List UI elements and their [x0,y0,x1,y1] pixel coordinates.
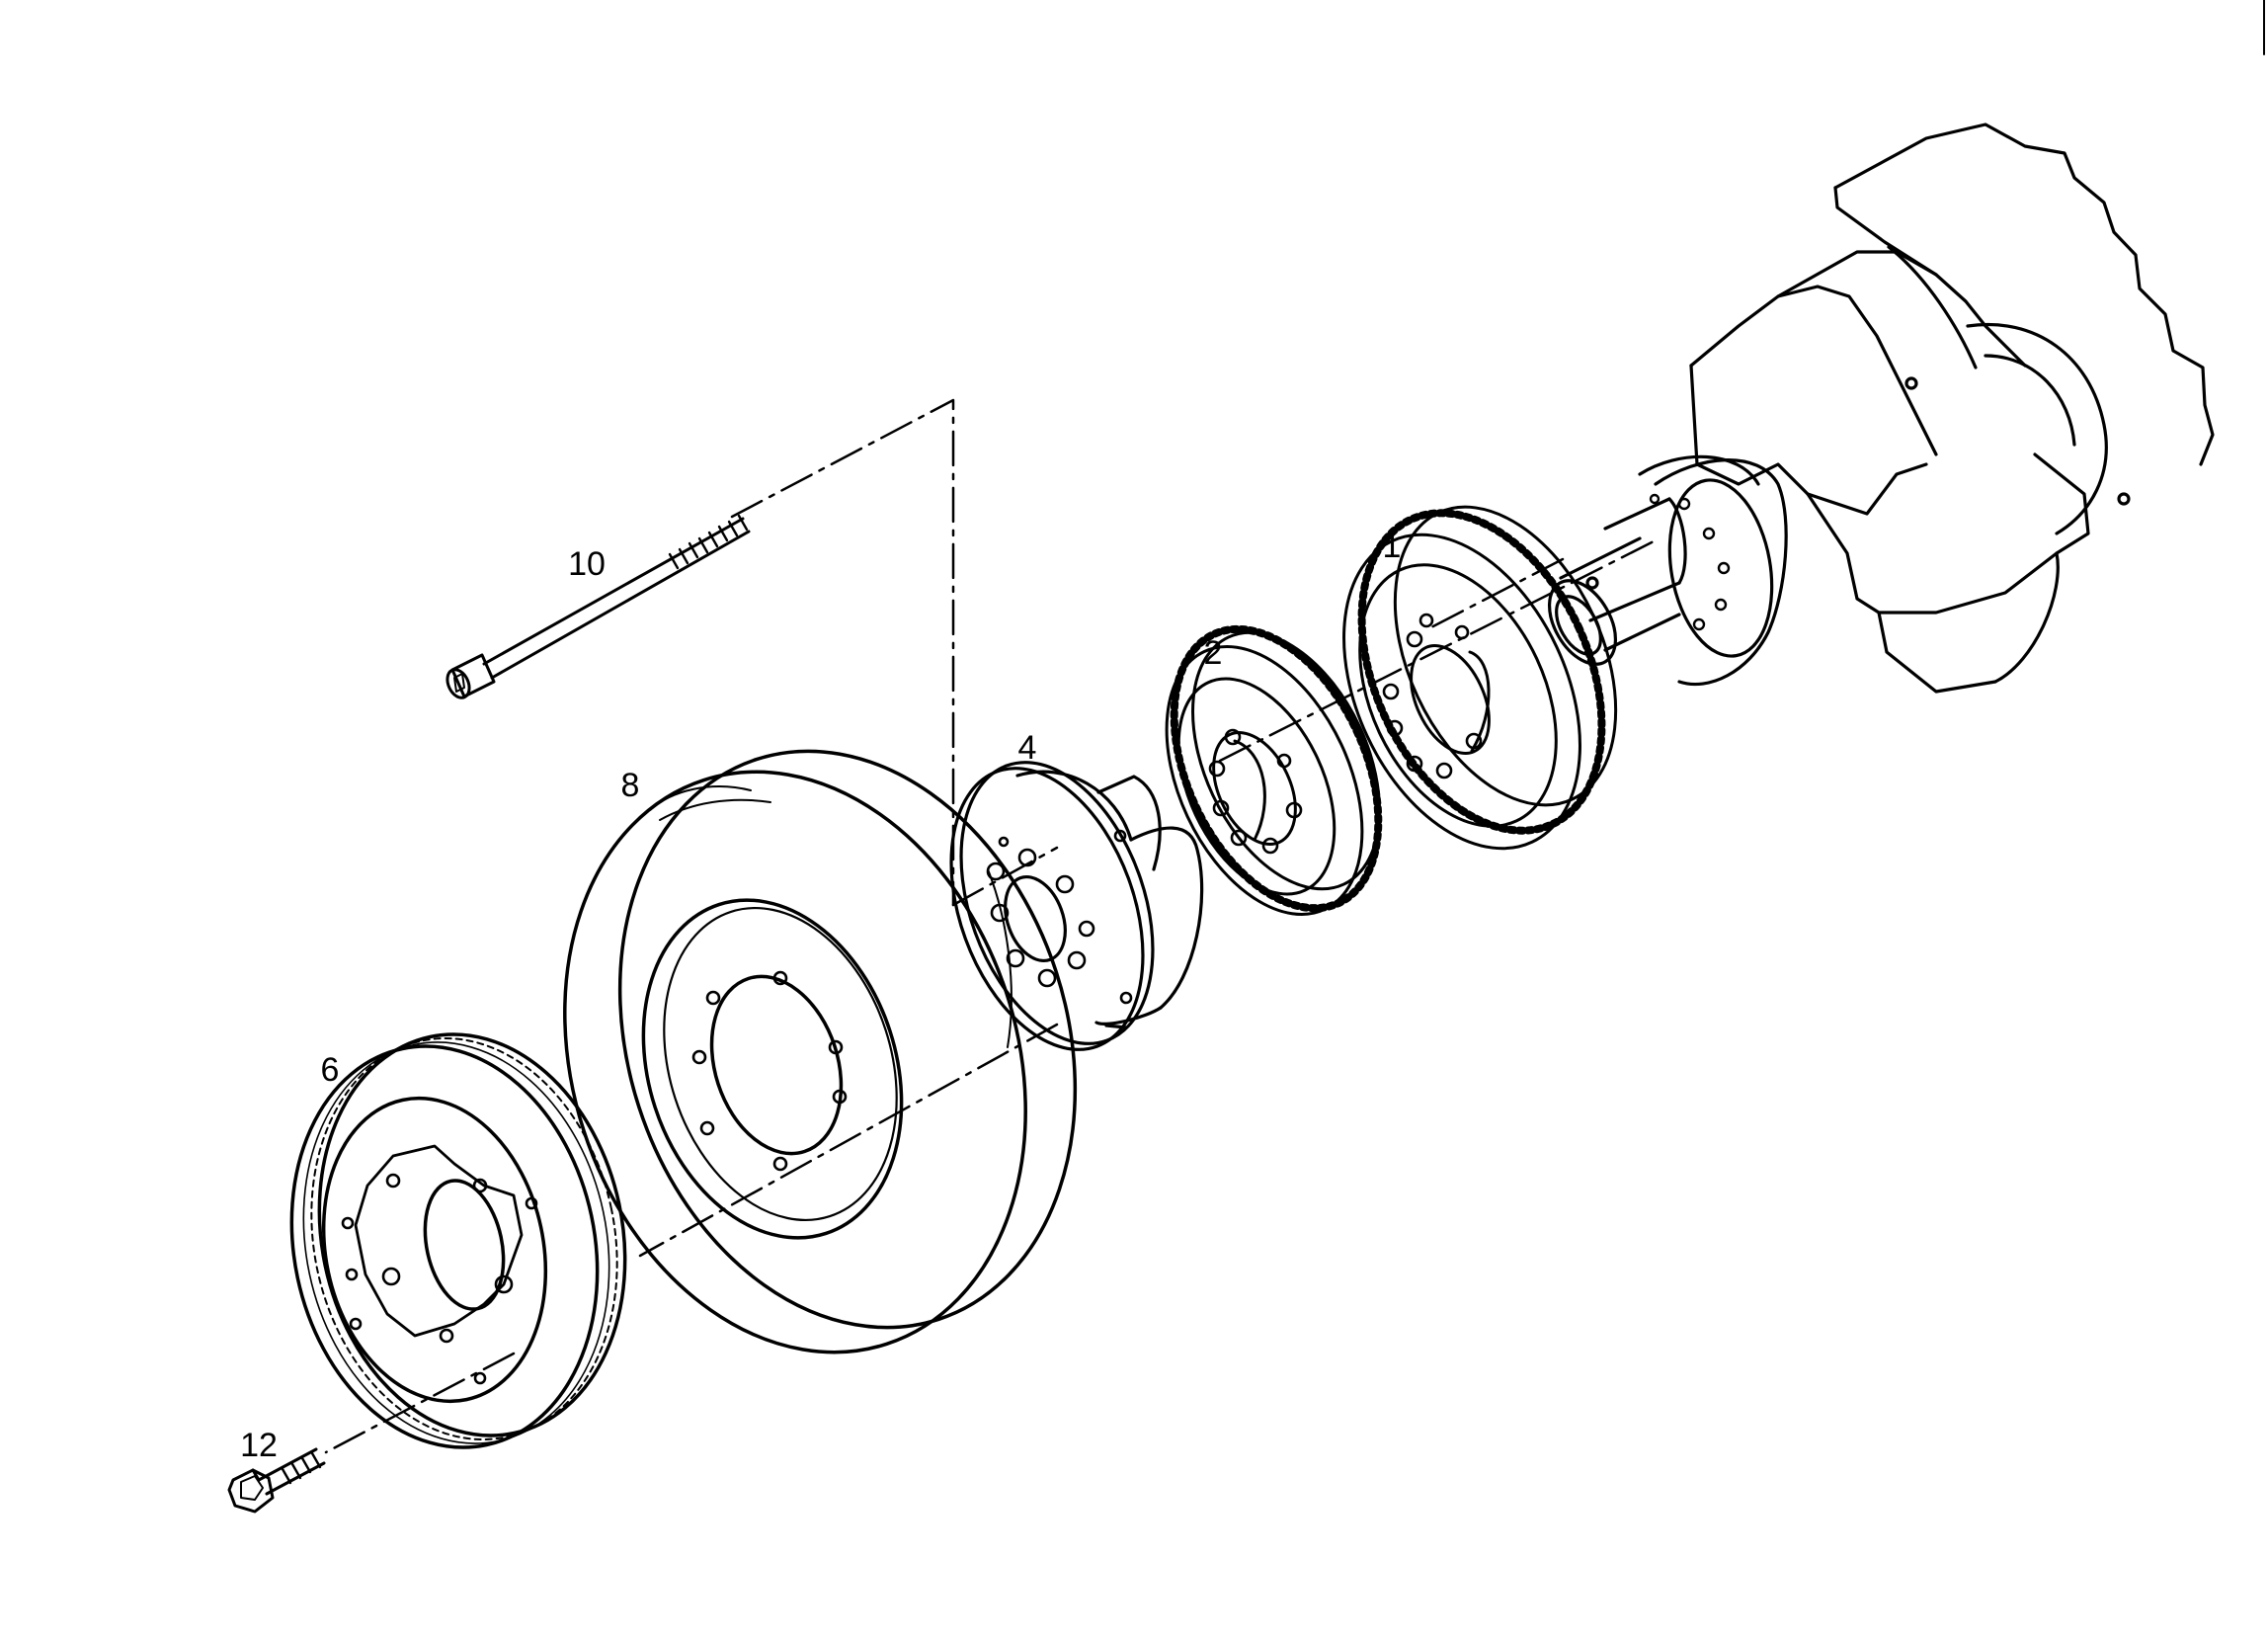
gear-bolt-holes [1208,728,1303,855]
callout-labels: 1 2 4 6 8 10 12 [240,528,1401,1464]
crank-web-broken-edge [1833,123,2215,466]
bolt-thread [668,514,749,570]
main-centerline-lower [638,1023,1059,1258]
pulley-bolt-holes [341,1173,538,1385]
bolt-thread [281,1451,322,1485]
oil-hole [1904,376,1918,390]
bolt-head [450,653,496,698]
hub-bolt-holes [986,829,1133,1005]
crank-nose-end [1547,579,1618,666]
main-centerline-bolt [324,1352,516,1454]
assembly-centerlines [324,398,1661,1454]
through-bolt [446,514,751,699]
damper-bore [709,974,844,1156]
crank-pulley [289,1032,627,1449]
hub-bore [1004,874,1067,963]
bolt-centerline-lower [951,846,1059,907]
gear-bore [1212,731,1297,846]
callout-2: 2 [1204,634,1223,672]
main-centerline-upper [1218,536,1661,763]
callout-1: 1 [1383,528,1402,565]
pulley-web [321,1096,548,1404]
bolt-centerline [730,398,955,907]
bolt-head [227,1468,275,1514]
pulley-bore [423,1179,506,1311]
idler-gear [1165,624,1383,916]
crankshaft-hub [949,761,1204,1051]
crank-gear [1342,505,1618,851]
callout-4: 4 [1018,729,1037,767]
callout-8: 8 [621,767,640,804]
oil-hole [2117,492,2131,506]
damper-bolt-holes [691,970,848,1172]
gear-bore [1410,644,1491,755]
journal-collar [1667,478,1774,658]
callout-10: 10 [568,545,606,583]
collar-holes [1649,493,1731,631]
crankshaft [1547,123,2215,694]
gear-bolt-holes [1382,613,1483,779]
callout-12: 12 [240,1427,278,1464]
damper-hub-face [641,898,904,1240]
vibration-damper [563,749,1078,1354]
pulley-bolt [227,1447,326,1514]
callout-6: 6 [321,1051,340,1089]
